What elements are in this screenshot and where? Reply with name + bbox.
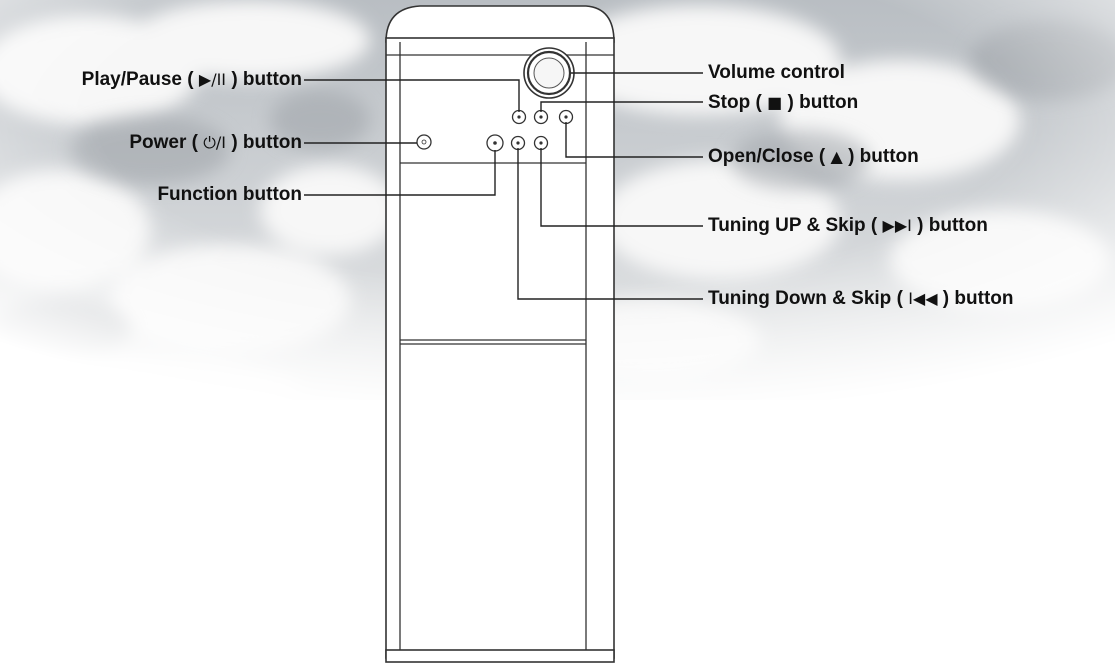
- label-function: Function button: [157, 184, 302, 206]
- label-text: ) button: [848, 146, 919, 167]
- skip-back-icon: I◀◀: [908, 289, 938, 308]
- play-pause-icon: ▶/II: [198, 70, 227, 89]
- label-text: Stop (: [708, 92, 762, 113]
- label-text: Play/Pause (: [81, 69, 194, 90]
- label-text: Tuning UP & Skip (: [708, 215, 878, 236]
- leader-tuning-down: [517, 148, 703, 300]
- label-stop: Stop ( ■ ) button: [708, 92, 858, 114]
- label-text: Tuning Down & Skip (: [708, 288, 903, 309]
- tuning-down-key[interactable]: [510, 135, 526, 151]
- leader-function: [304, 150, 496, 196]
- leader-play-pause: [304, 79, 520, 112]
- stop-icon: ■: [767, 93, 783, 112]
- function-key[interactable]: [486, 134, 504, 152]
- tuning-up-key[interactable]: [533, 135, 549, 151]
- skip-forward-icon: ▶▶I: [882, 216, 912, 235]
- label-text: ) button: [917, 215, 988, 236]
- label-tuning-up: Tuning UP & Skip ( ▶▶I ) button: [708, 215, 988, 237]
- label-text: ) button: [787, 92, 859, 113]
- label-text: ) button: [942, 288, 1014, 309]
- label-text: ) button: [231, 69, 302, 90]
- label-volume: Volume control: [708, 62, 845, 84]
- power-icon: ⏻/I: [203, 133, 227, 152]
- label-text: Open/Close (: [708, 146, 826, 167]
- label-open-close: Open/Close ( ▲ ) button: [708, 146, 919, 168]
- stop-key[interactable]: [533, 109, 549, 125]
- leader-tuning-up: [540, 148, 703, 227]
- label-power: Power ( ⏻/I ) button: [129, 132, 302, 154]
- volume-knob[interactable]: [523, 47, 575, 99]
- power-key[interactable]: [416, 134, 432, 150]
- leader-open-close: [565, 122, 703, 158]
- eject-icon: ▲: [830, 147, 843, 166]
- label-tuning-down: Tuning Down & Skip ( I◀◀ ) button: [708, 288, 1013, 310]
- leader-lines: [304, 72, 703, 300]
- label-play-pause: Play/Pause ( ▶/II ) button: [82, 69, 302, 91]
- open-close-key[interactable]: [558, 109, 574, 125]
- play-pause-key[interactable]: [511, 109, 527, 125]
- speaker-body: [385, 5, 615, 663]
- label-text: Function button: [157, 184, 302, 205]
- label-text: ) button: [231, 132, 302, 153]
- leader-stop: [540, 101, 703, 112]
- label-text: Power (: [129, 132, 198, 153]
- label-text: Volume control: [708, 62, 845, 83]
